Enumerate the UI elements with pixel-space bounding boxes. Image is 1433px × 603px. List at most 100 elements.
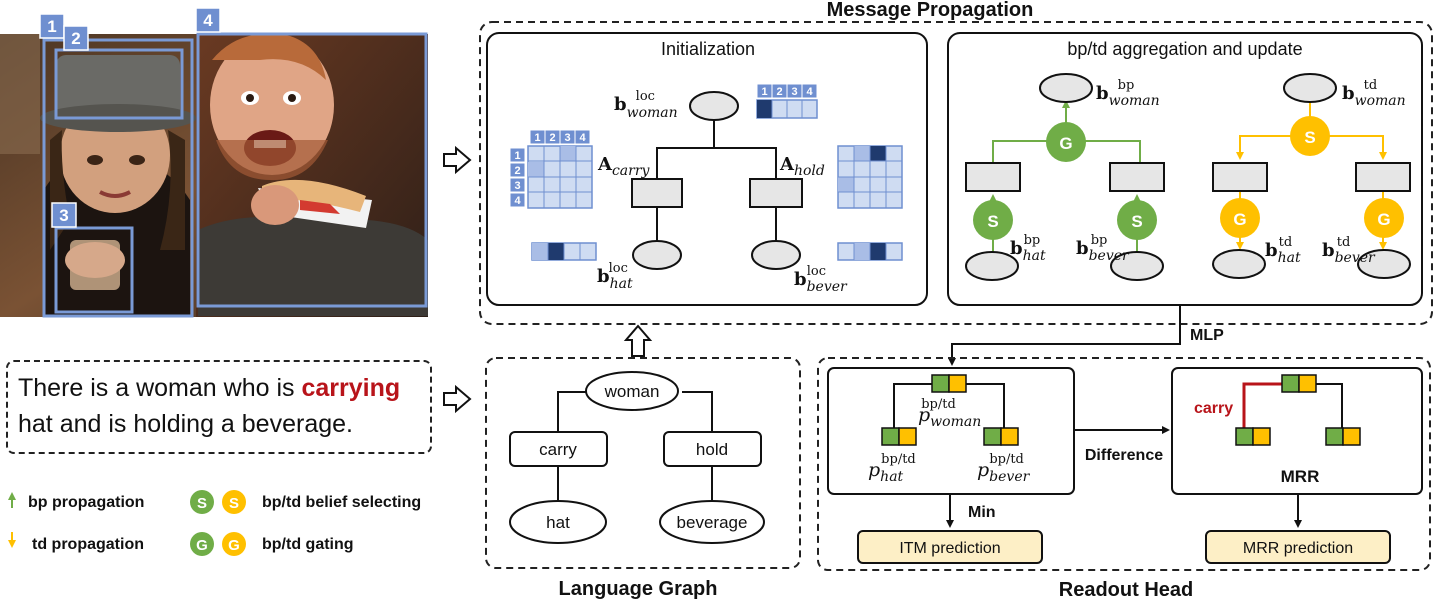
- b-bp-hat-label: bhatbp: [1010, 233, 1046, 264]
- p-bever-cell: [983, 427, 1019, 446]
- graph-node-carry: [509, 431, 608, 467]
- p-hat-cell: [881, 427, 917, 446]
- p-woman-label: pwomanbp/td: [918, 397, 981, 430]
- bp-hold-node: [1109, 162, 1165, 192]
- region-badge-4: [195, 7, 221, 33]
- td-woman-node: [1283, 73, 1337, 103]
- bp-select-s-bever-icon: [1117, 200, 1157, 240]
- td-gate-g-hat-icon: [1220, 198, 1260, 238]
- svg-text:4: 4: [579, 132, 586, 144]
- bp-gate-g-letter: G: [1059, 134, 1072, 153]
- mrr-root-cell: [1281, 374, 1317, 393]
- woman-belief-vector: 1 2 3 4: [756, 83, 818, 119]
- green-s-icon: [190, 490, 214, 514]
- initialization-title: Initialization: [661, 39, 755, 59]
- yellow-s-icon: [222, 490, 246, 514]
- b-loc-bever-label: bbeverloc: [794, 264, 848, 295]
- graph-node-beverage: [659, 500, 765, 544]
- mlp-label: MLP: [1190, 327, 1224, 344]
- legend-bp-propagation: bp propagation: [28, 494, 144, 511]
- graph-node-hold: [663, 431, 762, 467]
- mrr-right-cell: [1325, 427, 1361, 446]
- yellow-s-letter: S: [229, 495, 239, 512]
- init-hat-node: [632, 240, 682, 270]
- svg-text:1: 1: [514, 150, 520, 162]
- green-g-letter: G: [196, 537, 208, 554]
- query-text-before: There is a woman who is: [18, 374, 302, 402]
- region-box-2: [54, 48, 184, 120]
- bp-select-s-hat-letter: S: [987, 212, 998, 231]
- bp-bever-node: [1110, 251, 1164, 281]
- region-box-3: [54, 226, 134, 314]
- svg-text:4: 4: [514, 195, 521, 207]
- svg-text:1: 1: [534, 132, 540, 144]
- b-td-hat-label: bhattd: [1265, 235, 1301, 266]
- b-bp-woman-label: bwomanbp: [1096, 78, 1160, 109]
- svg-text:2: 2: [549, 132, 555, 144]
- language-graph-title: Language Graph: [559, 578, 718, 600]
- language-graph-frame: [485, 357, 801, 569]
- b-loc-hat-label: bhatloc: [597, 261, 633, 292]
- initialization-panel: Initialization bwomanloc Acarry Ahold bh…: [486, 32, 928, 306]
- td-gate-g-bever-letter: G: [1377, 210, 1390, 229]
- svg-text:3: 3: [514, 180, 520, 192]
- region-label-2: 2: [71, 29, 80, 48]
- mrr-carry-label: carry: [1194, 400, 1233, 417]
- svg-text:2: 2: [776, 86, 782, 98]
- svg-text:3: 3: [564, 132, 570, 144]
- mrr-prediction-label: MRR prediction: [1243, 540, 1353, 557]
- p-woman-cell: [931, 374, 967, 393]
- legend-selecting: bp/td belief selecting: [262, 494, 421, 511]
- region-boxes: [42, 32, 428, 318]
- svg-text:4: 4: [806, 86, 813, 98]
- td-select-s-letter: S: [1304, 128, 1315, 147]
- region-badge-2: [63, 25, 89, 51]
- region-box-1: [42, 38, 194, 318]
- bp-woman-node: [1039, 73, 1093, 103]
- legend: bp propagation td propagation S S bp/td …: [8, 490, 421, 556]
- p-bever-label: pbeverbp/td: [977, 452, 1031, 485]
- query-caption: There is a woman who is carrying hat and…: [6, 360, 432, 454]
- hat-belief-vector: [531, 242, 597, 261]
- bp-carry-node: [965, 162, 1021, 192]
- message-propagation-frame: [479, 21, 1433, 325]
- yellow-g-icon: [222, 532, 246, 556]
- language-graph: woman carry hold hat beverage Language G…: [485, 357, 801, 600]
- b-loc-woman-label: bwomanloc: [614, 89, 678, 121]
- b-bp-bever-label: bbeverbp: [1076, 233, 1130, 264]
- mrr-left-cell: [1235, 427, 1271, 446]
- woman-figure: [40, 55, 196, 316]
- graph-node-beverage-label: beverage: [677, 513, 748, 532]
- yellow-g-letter: G: [228, 537, 240, 554]
- graph-node-carry-label: carry: [539, 440, 577, 459]
- init-hold-node: [749, 178, 803, 208]
- legend-td-propagation: td propagation: [32, 536, 144, 553]
- a-carry-label: Acarry: [597, 154, 651, 179]
- b-td-woman-label: bwomantd: [1342, 78, 1406, 109]
- query-text-after: hat and is holding a beverage.: [18, 410, 353, 438]
- man-figure: [198, 33, 428, 316]
- mrr-prediction-box: [1205, 530, 1391, 564]
- graph-node-hat-label: hat: [546, 513, 570, 532]
- init-tree-lines: [656, 120, 777, 242]
- aggregation-title: bp/td aggregation and update: [1067, 39, 1302, 59]
- svg-text:3: 3: [791, 86, 797, 98]
- td-carry-node: [1212, 162, 1268, 192]
- itm-prediction-box: [857, 530, 1043, 564]
- min-label: Min: [968, 504, 996, 521]
- legend-gating: bp/td gating: [262, 536, 354, 553]
- carry-matrix: 1 2 3 4 1 2 3 4: [509, 129, 593, 209]
- p-hat-label: phatbp/td: [868, 452, 916, 485]
- hold-matrix: [837, 145, 903, 209]
- svg-text:2: 2: [514, 165, 520, 177]
- td-gate-g-hat-letter: G: [1233, 210, 1246, 229]
- mrr-label: MRR: [1281, 467, 1320, 486]
- graph-node-hat: [509, 500, 607, 544]
- difference-label: Difference: [1085, 447, 1163, 464]
- region-box-4: [196, 32, 428, 308]
- region-badge-3: [51, 202, 77, 228]
- readout-head-frame: [817, 357, 1431, 571]
- td-gate-g-bever-icon: [1364, 198, 1404, 238]
- aggregation-panel: bp/td aggregation and update G S S bwoma…: [947, 32, 1423, 306]
- init-woman-node: [689, 91, 739, 121]
